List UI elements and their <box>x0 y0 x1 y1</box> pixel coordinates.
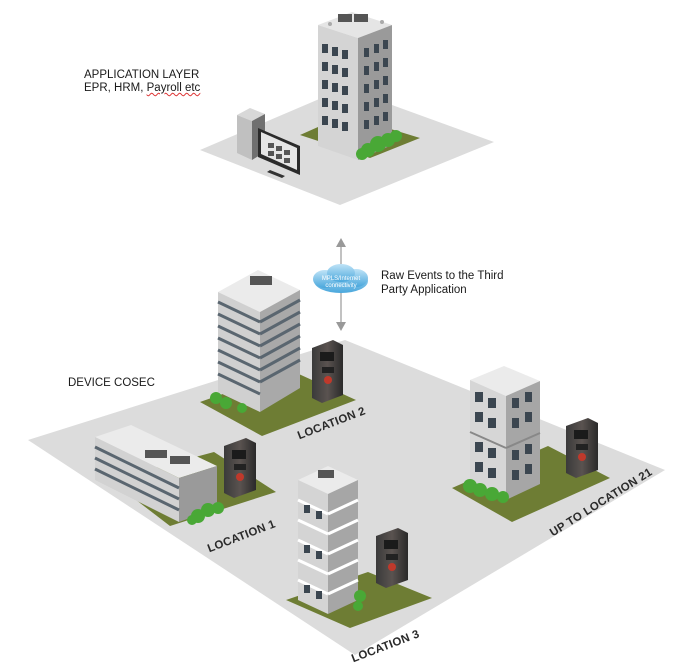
location-3-building-icon <box>297 466 366 614</box>
raw-events-line2: Party Application <box>381 284 467 296</box>
application-layer-subtitle-text: EPR, HRM, <box>84 82 147 94</box>
location-2-building-icon <box>210 270 301 413</box>
cloud-icon: MPLS/Internet connectivity <box>313 264 368 293</box>
location-1-building-icon <box>94 425 224 525</box>
cloud-text-line1: MPLS/Internet <box>322 276 361 282</box>
raw-events-line1: Raw Events to the Third <box>381 270 504 282</box>
location-3-cosec-device-icon <box>376 528 408 588</box>
location-2-cosec-device-icon <box>312 340 343 403</box>
application-layer-title: APPLICATION LAYER <box>84 69 200 81</box>
location-1-cosec-device-icon <box>224 438 256 498</box>
location-21-building-icon <box>463 366 541 503</box>
cloud-text-line2: connectivity <box>325 283 356 289</box>
device-layer-label: DEVICE COSEC <box>68 377 155 389</box>
application-layer-subtitle: EPR, HRM, Payroll etc <box>84 81 200 95</box>
application-layer-subtitle-flagged: Payroll etc <box>146 82 201 94</box>
server-computer-icon <box>237 108 300 178</box>
location-21-cosec-device-icon <box>566 418 598 478</box>
application-server-building-icon <box>318 12 402 160</box>
